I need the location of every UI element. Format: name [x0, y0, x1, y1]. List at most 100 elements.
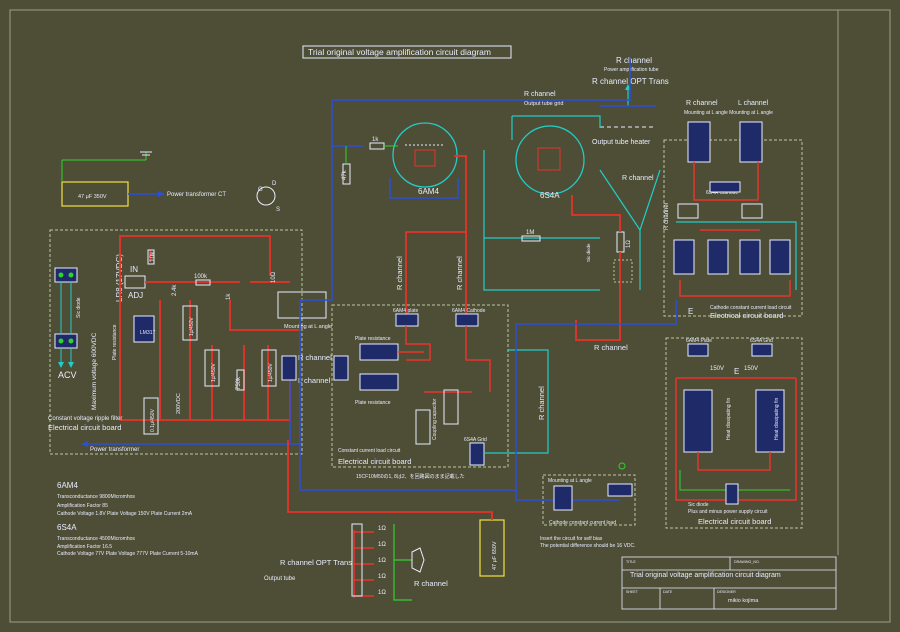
cap-left-3 [204, 349, 220, 387]
r-10ohm-label: 10Ω [271, 271, 277, 283]
power-transformer-ct-label: Power transformer CT [167, 192, 226, 198]
plate-resistor-1 [359, 343, 399, 361]
output-tube-label: Output tube [264, 576, 296, 582]
output-tube-grid-label: Output tube grid [524, 101, 563, 107]
title-box [302, 45, 512, 59]
right-r-channel-vert-label: R channel [664, 203, 670, 230]
in-label: IN [130, 265, 138, 274]
cap-left-3-label: 1μ/450V [211, 363, 217, 382]
potential-note: The potential difference should be 16 VD… [540, 543, 636, 549]
tube-6s4a [515, 125, 585, 195]
top-r-channel-label: R channel [616, 56, 652, 65]
6s4a-grid-right-label: 6S4A Grid [750, 338, 773, 344]
spec-6am4-line2: Amplification Factor 85 [57, 503, 108, 509]
l-channel-left-label: L channel [298, 376, 331, 385]
tube-6am4 [392, 122, 458, 188]
spec-6am4-line1: Transconductance 9800Micromhos [57, 494, 135, 500]
r-100k-label: 100k [194, 274, 208, 280]
plate-res-bottom-label: Plate resistance [355, 400, 391, 406]
title-block-designer-label: DESIGNER [717, 590, 736, 594]
title-block-date-label: DATE [663, 590, 673, 594]
heat-fin-label-2: Heat dissipating fin [774, 398, 780, 440]
coupling-cap-2 [443, 389, 459, 425]
right-bottom-board-outline [665, 337, 803, 529]
r-1k-left-label: 1k [226, 293, 232, 300]
spec-6s4a-line1: Transconductance 4500Micromhos [57, 536, 135, 542]
acv-label: ACV [58, 370, 77, 380]
e-label-top: E [688, 307, 693, 316]
title-block-sheet-label: SHEET [626, 590, 639, 594]
v200-label: 200VDC [176, 393, 182, 414]
plate-res-top-label: Plate resistance [355, 336, 391, 342]
r-channel-6am4-label: R channel [395, 256, 404, 290]
current-load-label: Constant current load circuit [338, 448, 401, 454]
connector-6am4-cathode [455, 313, 479, 327]
plate-resistor-2 [359, 373, 399, 391]
left-board-outline [49, 229, 303, 455]
cap-47uf-350v-label: 47 μF 350V [78, 194, 107, 200]
r-750k-label: 750k [236, 376, 242, 390]
connector-6am4-plate [395, 313, 419, 327]
tube-6am4-label: 6AM4 [418, 187, 439, 196]
cap-left-1-label: 1μ/450V [189, 317, 195, 336]
heater-board-sub-label: Cathode constant current load circuit [710, 305, 792, 311]
plus-minus-label: Plus and minus power supply circuit [688, 509, 768, 515]
title-block-title-label: TITLE [626, 560, 636, 564]
r-1ohm-top-label: 1Ω [626, 240, 632, 248]
6am4-plate-right-label: 6AM4 Plate [686, 338, 712, 344]
mounting-l-label: Mounting at L angle [284, 324, 332, 330]
6am4-cathode-label: 6AM4 Cathode [452, 308, 486, 314]
150v-label-1: 150V [710, 366, 724, 372]
tap-2: 1Ω [378, 542, 386, 548]
note-jp: 15CF10M50の1, 8は2、を回路図のまま記載した [356, 473, 465, 480]
combined-resistance-label: Plate resistance [112, 324, 118, 360]
6am4-plate-label: 6AM4 plate [393, 308, 419, 314]
regulator-ic [133, 315, 155, 343]
r-channel-grid-label: R channel [524, 91, 556, 98]
mounting-l2-label: Mounting at L angle [548, 478, 592, 484]
diagram-title: Trial original voltage amplification cir… [308, 47, 491, 57]
r-channel-vertical-label: R channel [537, 386, 546, 420]
tap-4: 1Ω [378, 574, 386, 580]
cap-left-1 [182, 305, 198, 341]
left-board-label: Electrical circuit board [48, 423, 121, 432]
right-top-board-label: Electrical circuit board [710, 311, 783, 320]
spec-6am4-title: 6AM4 [57, 481, 78, 490]
mounting-l-top-label: Mounting at L angle Mounting at L angle [684, 110, 773, 116]
middle-board-outline [331, 304, 509, 468]
right-r-channel-label: R channel [686, 100, 718, 107]
opt-transformer [351, 523, 363, 597]
cathode-load-label: Cathode constant current load [549, 520, 616, 526]
power-transformer-label: Power transformer [90, 447, 139, 453]
output-tube-heater-label: Output tube heater [592, 139, 651, 146]
cap-left-4-label: 1μ/450V [268, 363, 274, 382]
title-block-drawing-label: DRAWING_NO. [734, 560, 760, 564]
speaker-icon [411, 547, 425, 573]
mosfet-d-label: D [272, 181, 277, 187]
tap-5: 1Ω [378, 590, 386, 596]
right-top-board-outline [663, 139, 803, 317]
connector-channel [333, 355, 349, 381]
cap-left-4 [261, 349, 277, 387]
sic-diode-label-left: Sic diode [76, 297, 82, 318]
tap-3: 1Ω [378, 558, 386, 564]
heat-fin-label-1: Heat dissipating fin [726, 398, 732, 440]
coupling-cap-1 [415, 409, 431, 445]
adj-label: ADJ [128, 291, 143, 300]
connector-6s4a-grid [469, 442, 485, 466]
title-block-title-value: Trial original voltage amplification cir… [630, 572, 781, 579]
mosfet-symbol [256, 186, 276, 206]
spec-6am4-line3: Cathode Voltage 1.8V Plate Voltage 150V … [57, 511, 193, 517]
heatsink-fin-1 [683, 389, 713, 453]
mosfet-s-label: S [276, 207, 280, 213]
r-1k-label: 1k [372, 137, 379, 143]
power-amp-tube-label: Power amplification tube [604, 67, 659, 73]
tap-1: 1Ω [378, 526, 386, 532]
r-channel-left-label: R channel [298, 353, 332, 362]
opt-r-channel-label: R channel OPT Trans [280, 558, 352, 567]
title-block-designer-value: mikio kojima [728, 598, 759, 604]
mounting-heatsink [277, 291, 327, 319]
mosfet-g-label: G [258, 187, 263, 193]
r-2p4k-label: 2.4k [172, 284, 178, 296]
